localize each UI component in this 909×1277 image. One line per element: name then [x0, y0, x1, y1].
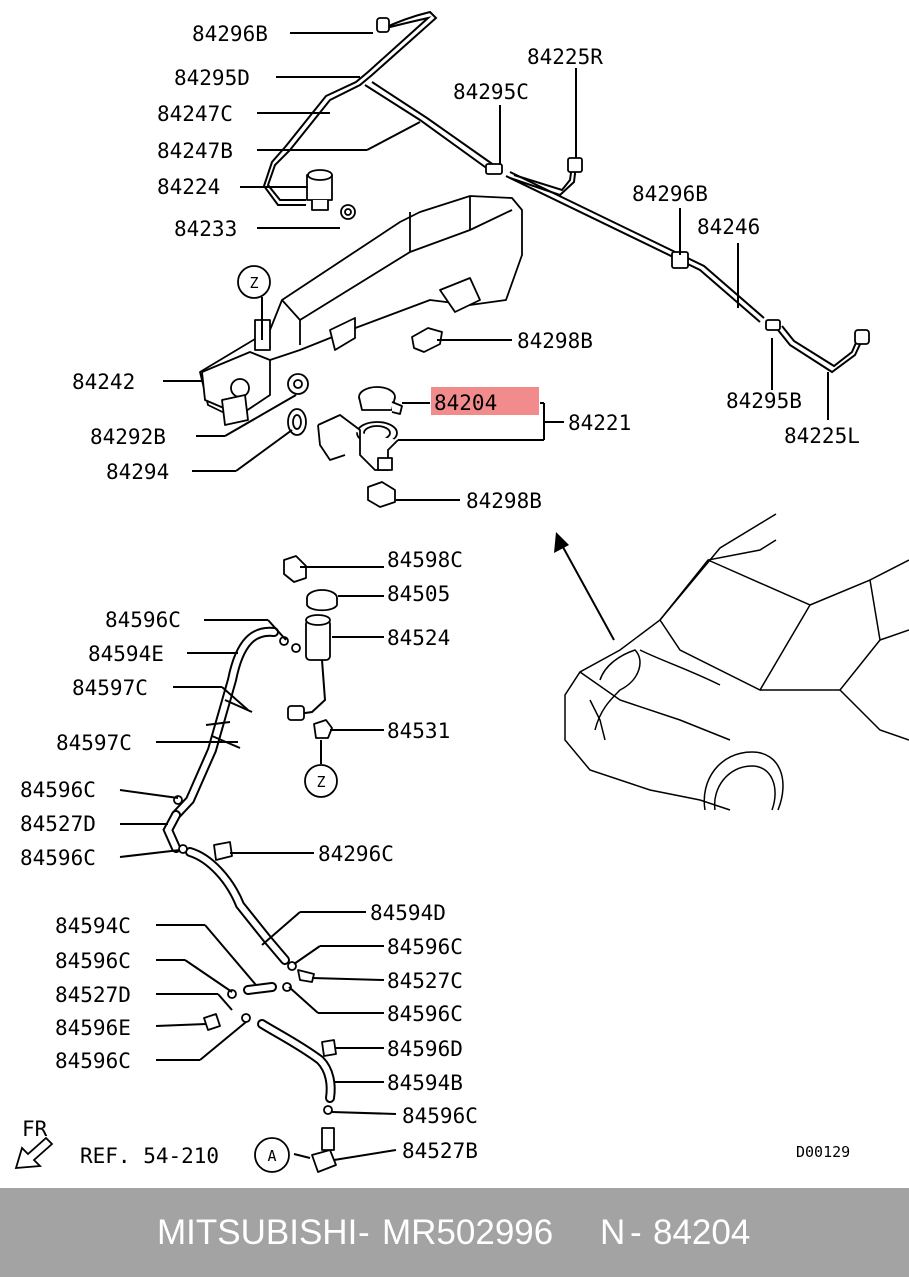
label-84596C-b: 84596C [20, 778, 96, 802]
label-84596E: 84596E [55, 1016, 131, 1040]
washer-tank-assembly [199, 169, 523, 508]
label-84596C-g: 84596C [55, 1049, 131, 1073]
label-84294: 84294 [106, 460, 169, 484]
label-84296C: 84296C [318, 842, 394, 866]
footer-separator-2: - [630, 1212, 642, 1252]
label-84233: 84233 [174, 217, 237, 241]
direction-label: FR [22, 1117, 48, 1141]
label-84594E: 84594E [88, 642, 164, 666]
parts-diagram: Z 84296B 84295D 84247C 84247B 84224 8423… [14, 10, 909, 1173]
diagram-annotations: FR REF. 54-210 A D00129 [14, 1117, 850, 1173]
label-84296B-right: 84296B [632, 182, 708, 206]
label-84247B: 84247B [157, 139, 233, 163]
label-84242: 84242 [72, 370, 135, 394]
label-84596C-f: 84596C [387, 1002, 463, 1026]
label-84225R: 84225R [527, 45, 603, 69]
drawing-code: D00129 [796, 1143, 850, 1161]
label-84527B: 84527B [402, 1139, 478, 1163]
footer-separator-1: - [358, 1212, 370, 1252]
label-84246: 84246 [697, 215, 760, 239]
highlight-box [431, 387, 539, 415]
callout-a-label: A [267, 1147, 276, 1165]
lower-leader-lines [119, 566, 397, 1161]
label-84298B-bottom: 84298B [466, 489, 542, 513]
label-84292B: 84292B [90, 425, 166, 449]
front-arrow-icon [14, 1136, 54, 1170]
label-84597C-b: 84597C [56, 731, 132, 755]
label-84594C: 84594C [55, 914, 131, 938]
label-84295D: 84295D [174, 66, 250, 90]
label-84527C: 84527C [387, 969, 463, 993]
upper-leader-lines [163, 32, 829, 501]
label-84594B: 84594B [387, 1071, 463, 1095]
label-84524: 84524 [387, 626, 450, 650]
label-84295C: 84295C [453, 80, 529, 104]
upper-washer-hoses [262, 10, 870, 374]
label-84594D: 84594D [370, 901, 446, 925]
footer-n-label: N [600, 1212, 626, 1252]
label-84247C: 84247C [157, 102, 233, 126]
label-84596C-e: 84596C [387, 935, 463, 959]
footer-brand: MITSUBISHI [157, 1212, 358, 1252]
label-84596D: 84596D [387, 1037, 463, 1061]
label-84596C-d: 84596C [55, 949, 131, 973]
label-84527D-b: 84527D [55, 983, 131, 1007]
footer-position-number: 84204 [653, 1212, 751, 1252]
label-84505: 84505 [387, 582, 450, 606]
label-84225L: 84225L [784, 424, 860, 448]
callout-z-lower-label: Z [316, 773, 325, 791]
part-info-footer: MITSUBISHI - MR502996 N - 84204 [0, 1188, 909, 1277]
label-84298B-top: 84298B [517, 329, 593, 353]
label-84596C-a: 84596C [105, 608, 181, 632]
label-84597C-a: 84597C [72, 676, 148, 700]
footer-part-number: MR502996 [382, 1212, 554, 1252]
lower-labels: 84598C 84505 84596C 84524 84594E 84597C … [20, 548, 478, 1163]
vehicle-illustration [554, 513, 909, 811]
label-84527D-a: 84527D [20, 812, 96, 836]
label-84596C-h: 84596C [402, 1104, 478, 1128]
callout-z-upper-label: Z [249, 274, 258, 292]
callout-z-lower: Z [304, 764, 338, 798]
label-84531: 84531 [387, 719, 450, 743]
label-84596C-c: 84596C [20, 846, 96, 870]
label-84204-highlighted: 84204 [434, 391, 497, 415]
label-84296B-top: 84296B [192, 22, 268, 46]
label-84221: 84221 [568, 411, 631, 435]
label-84598C: 84598C [387, 548, 463, 572]
label-84295B: 84295B [726, 389, 802, 413]
upper-labels: 84296B 84295D 84247C 84247B 84224 84233 … [72, 22, 860, 513]
reference-label: REF. 54-210 [80, 1144, 219, 1168]
label-84224: 84224 [157, 175, 220, 199]
headlamp-washer-assembly [162, 555, 338, 1173]
callout-z-upper: Z [237, 265, 271, 299]
